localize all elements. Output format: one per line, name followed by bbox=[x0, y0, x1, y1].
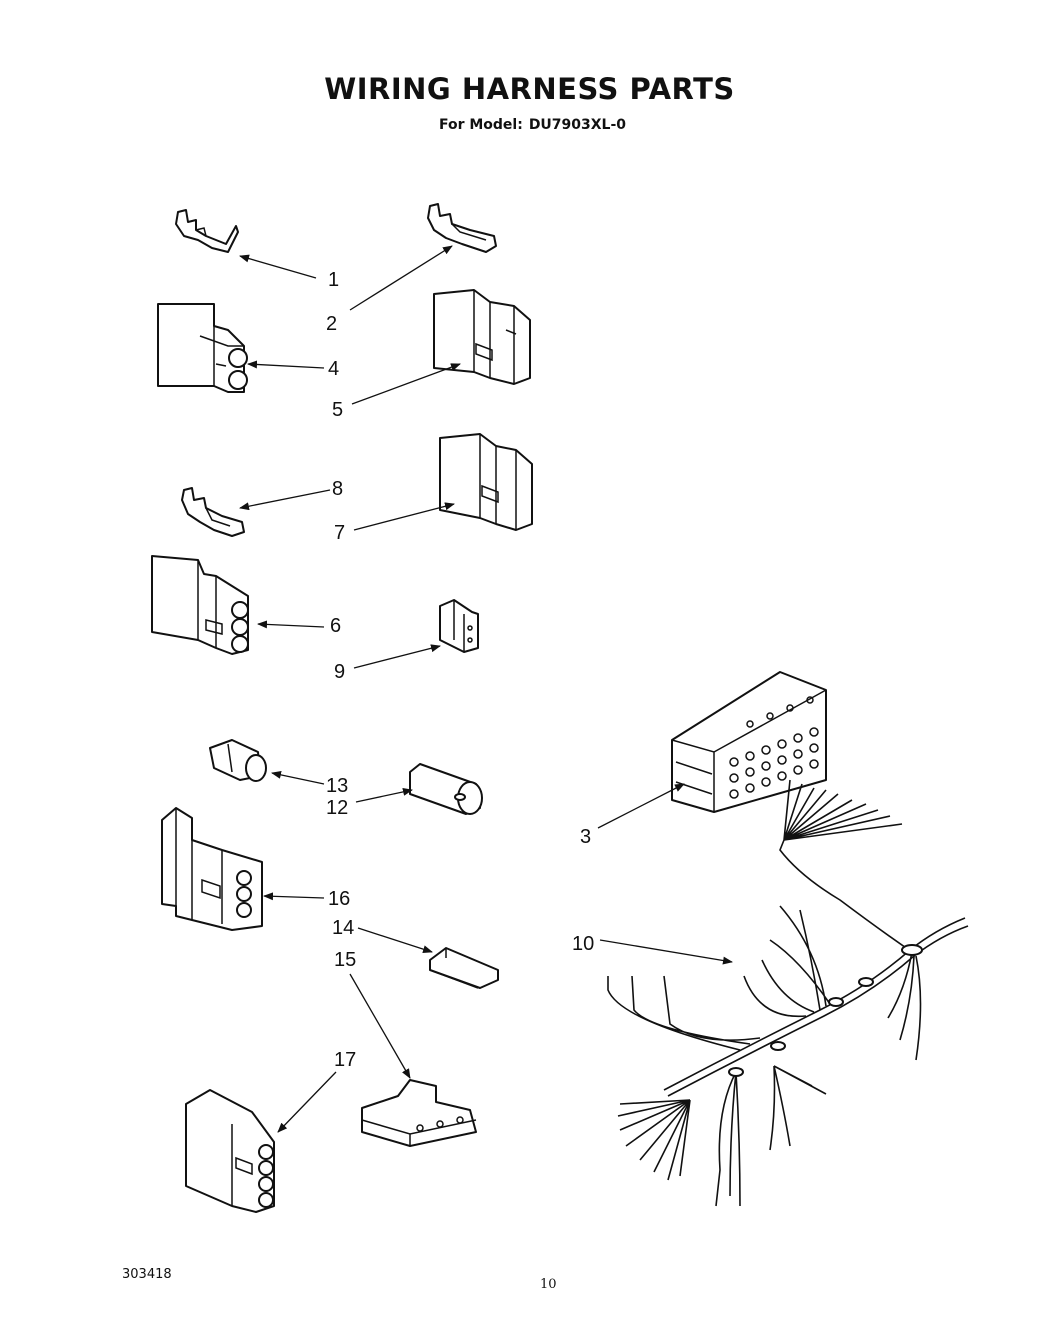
document-number: 303418 bbox=[122, 1267, 172, 1282]
page-title: WIRING HARNESS PARTS bbox=[324, 72, 735, 106]
butt-connector-part-12 bbox=[409, 763, 483, 815]
terminal-part-2 bbox=[427, 203, 497, 253]
clip-part-14 bbox=[429, 947, 499, 989]
callout-5: 5 bbox=[332, 399, 343, 421]
callout-9: 9 bbox=[334, 661, 345, 683]
connector-part-17 bbox=[185, 1089, 275, 1213]
callout-1: 1 bbox=[328, 269, 339, 291]
callout-4: 4 bbox=[328, 358, 339, 380]
model-number: DU7903XL-0 bbox=[528, 117, 627, 133]
callout-6: 6 bbox=[330, 615, 341, 637]
connector-part-7 bbox=[439, 433, 533, 531]
callout-3: 3 bbox=[580, 826, 591, 848]
callout-labels: 1 2 4 5 8 7 6 9 13 12 16 14 15 17 3 10 bbox=[326, 269, 594, 1071]
callout-8: 8 bbox=[332, 478, 343, 500]
model-label: For Model: bbox=[438, 117, 523, 133]
callout-16: 16 bbox=[328, 888, 350, 910]
leader-lines bbox=[239, 245, 733, 1133]
terminal-part-1 bbox=[175, 209, 239, 253]
housing-part-15 bbox=[361, 1079, 477, 1147]
block-part-3 bbox=[671, 671, 827, 813]
connector-part-4 bbox=[157, 303, 248, 393]
callout-10: 10 bbox=[572, 933, 594, 955]
wiring-harness-part-10 bbox=[607, 779, 969, 1207]
callout-12: 12 bbox=[326, 797, 348, 819]
block-part-9 bbox=[439, 599, 479, 653]
callout-17: 17 bbox=[334, 1049, 356, 1071]
connector-part-5 bbox=[433, 289, 531, 385]
sleeve-part-13 bbox=[209, 739, 267, 782]
callout-13: 13 bbox=[326, 775, 348, 797]
callout-15: 15 bbox=[334, 949, 356, 971]
connector-part-16 bbox=[161, 807, 263, 931]
connector-part-6 bbox=[151, 555, 249, 655]
terminal-part-8 bbox=[181, 487, 245, 537]
callout-7: 7 bbox=[334, 522, 345, 544]
page-number: 10 bbox=[540, 1277, 557, 1292]
callout-14: 14 bbox=[332, 917, 354, 939]
model-subtitle: For Model: DU7903XL-0 bbox=[0, 117, 1059, 133]
callout-2: 2 bbox=[326, 313, 337, 335]
